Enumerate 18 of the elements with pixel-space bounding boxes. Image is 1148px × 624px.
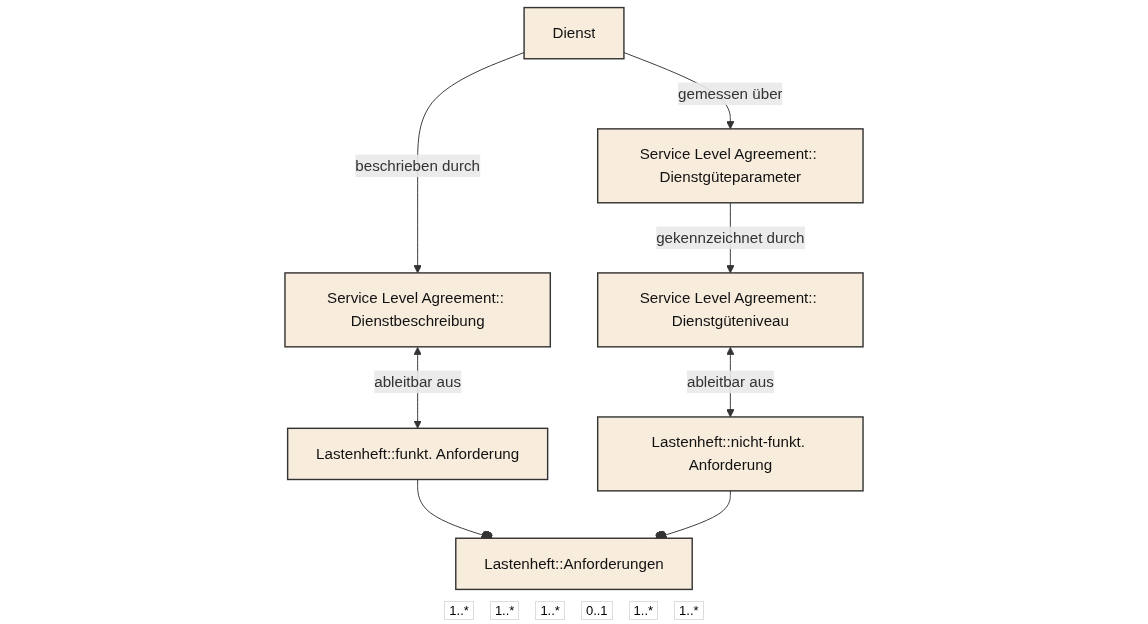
edge-label: gekennzeichnet durch xyxy=(656,229,805,246)
multiplicity-label: 1..* xyxy=(489,601,520,620)
multiplicity-label: 1..* xyxy=(444,601,474,620)
multiplicity-label: 1..* xyxy=(674,601,704,620)
node-box: Lastenheft::Anforderungen xyxy=(455,537,693,591)
node-box: Service Level Agreement:: Dienstgüteniveau xyxy=(597,272,864,348)
node-box: Dienst xyxy=(523,6,625,60)
node-box: Service Level Agreement:: Dienstgüteparameter xyxy=(597,128,864,204)
multiplicity-label: 1..* xyxy=(535,601,565,620)
edge-label: gemessen über xyxy=(678,85,783,102)
edge-label: ableitbar aus xyxy=(374,373,462,390)
edge-label: beschrieben durch xyxy=(355,157,481,174)
edge-label: ableitbar aus xyxy=(686,373,774,390)
multiplicity-label: 0..1 xyxy=(580,601,613,620)
node-box: Lastenheft::nicht-funkt. Anforderung xyxy=(597,416,864,492)
node-box: Service Level Agreement:: Dienstbeschreibung xyxy=(284,272,551,348)
multiplicity-label: 1..* xyxy=(628,601,659,620)
node-box: Lastenheft::funkt. Anforderung xyxy=(286,427,549,481)
